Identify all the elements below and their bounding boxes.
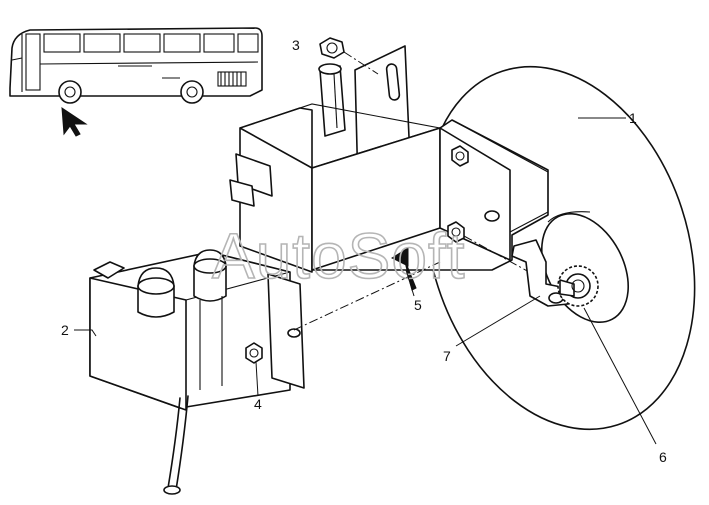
watermark: AutoSoft (212, 220, 466, 292)
leader-6 (583, 307, 657, 445)
leader-4 (255, 361, 259, 397)
callout-4: 4 (254, 396, 262, 412)
housing-part-2 (89, 249, 305, 495)
leader-7 (455, 295, 541, 347)
adjuster-part-6 (557, 265, 599, 307)
callout-2: 2 (61, 322, 69, 338)
mounting-bracket (229, 45, 549, 273)
bus-locator-icon (9, 27, 263, 137)
callout-1: 1 (629, 110, 637, 126)
leader-2 (74, 329, 97, 337)
nut-part-3 (319, 37, 379, 75)
callout-3: 3 (292, 37, 300, 53)
bracket-bolt-upper (451, 145, 469, 167)
callout-7: 7 (443, 348, 451, 364)
assembly-axis-line (293, 261, 441, 331)
callout-5: 5 (414, 297, 422, 313)
leader-5 (405, 269, 415, 297)
callout-6: 6 (659, 449, 667, 465)
bracket-bolt-lower (447, 210, 500, 243)
direction-arrow-icon (390, 247, 417, 291)
nut-part-4 (245, 342, 263, 364)
location-arrow-icon (61, 107, 88, 137)
